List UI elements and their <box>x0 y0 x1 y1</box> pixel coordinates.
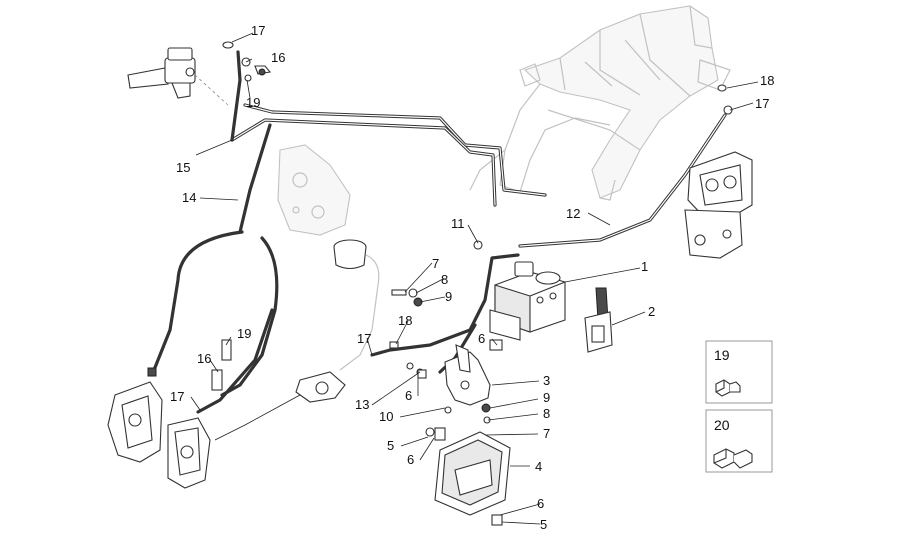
rear-caliper <box>684 84 753 259</box>
callout-9: 9 <box>543 390 550 405</box>
callout-3: 3 <box>543 373 550 388</box>
front-calipers <box>107 339 232 489</box>
callout-17: 17 <box>357 331 371 346</box>
callout-2: 2 <box>648 304 655 319</box>
callout-19: 19 <box>246 95 260 110</box>
inset-box-19: 19 <box>705 340 773 404</box>
clamp-icon <box>713 448 753 469</box>
callout-17: 17 <box>755 96 769 111</box>
rear-brake-pedal <box>214 371 346 441</box>
callout-18: 18 <box>760 73 774 88</box>
callout-8: 8 <box>441 272 448 287</box>
callout-5: 5 <box>387 438 394 453</box>
callout-6: 6 <box>478 331 485 346</box>
clip-icon <box>715 379 741 397</box>
callout-8: 8 <box>543 406 550 421</box>
callout-12: 12 <box>566 206 580 221</box>
abs-bracket <box>416 339 503 414</box>
motorcycle-frame <box>469 5 731 201</box>
abs-tray <box>425 416 511 526</box>
rear-brake-reservoir <box>277 144 380 371</box>
callout-19: 19 <box>237 326 251 341</box>
inset-box-20: 20 <box>705 409 773 473</box>
callout-6: 6 <box>405 388 412 403</box>
callout-5: 5 <box>540 517 547 532</box>
callout-13: 13 <box>355 397 369 412</box>
callout-17: 17 <box>170 389 184 404</box>
callout-11: 11 <box>451 216 465 231</box>
front-master-cylinder <box>127 47 229 106</box>
banjo-fittings-top <box>222 41 272 82</box>
callout-1: 1 <box>641 259 648 274</box>
callout-16: 16 <box>271 50 285 65</box>
brake-line-12 <box>518 113 727 248</box>
callout-16: 16 <box>197 351 211 366</box>
callout-14: 14 <box>182 190 196 205</box>
callout-9: 9 <box>445 289 452 304</box>
callout-4: 4 <box>535 459 542 474</box>
abs-modulator-unit <box>489 261 566 341</box>
callout-10: 10 <box>379 409 393 424</box>
callout-6: 6 <box>537 496 544 511</box>
callout-15: 15 <box>176 160 190 175</box>
callout-7: 7 <box>543 426 550 441</box>
callout-6: 6 <box>407 452 414 467</box>
brake-line-14 <box>230 103 547 234</box>
callout-labels: 17 16 19 15 14 18 17 12 11 1 2 7 8 9 18 … <box>170 23 774 532</box>
callout-7: 7 <box>432 256 439 271</box>
abs-connector <box>584 287 613 353</box>
small-hardware <box>389 240 483 379</box>
leader-lines <box>190 32 759 525</box>
callout-17: 17 <box>251 23 265 38</box>
callout-18: 18 <box>398 313 412 328</box>
front-brake-hoses <box>150 230 279 414</box>
brake-line-15 <box>230 50 242 142</box>
inset-20-label: 20 <box>714 417 730 433</box>
inset-19-label: 19 <box>714 347 730 363</box>
